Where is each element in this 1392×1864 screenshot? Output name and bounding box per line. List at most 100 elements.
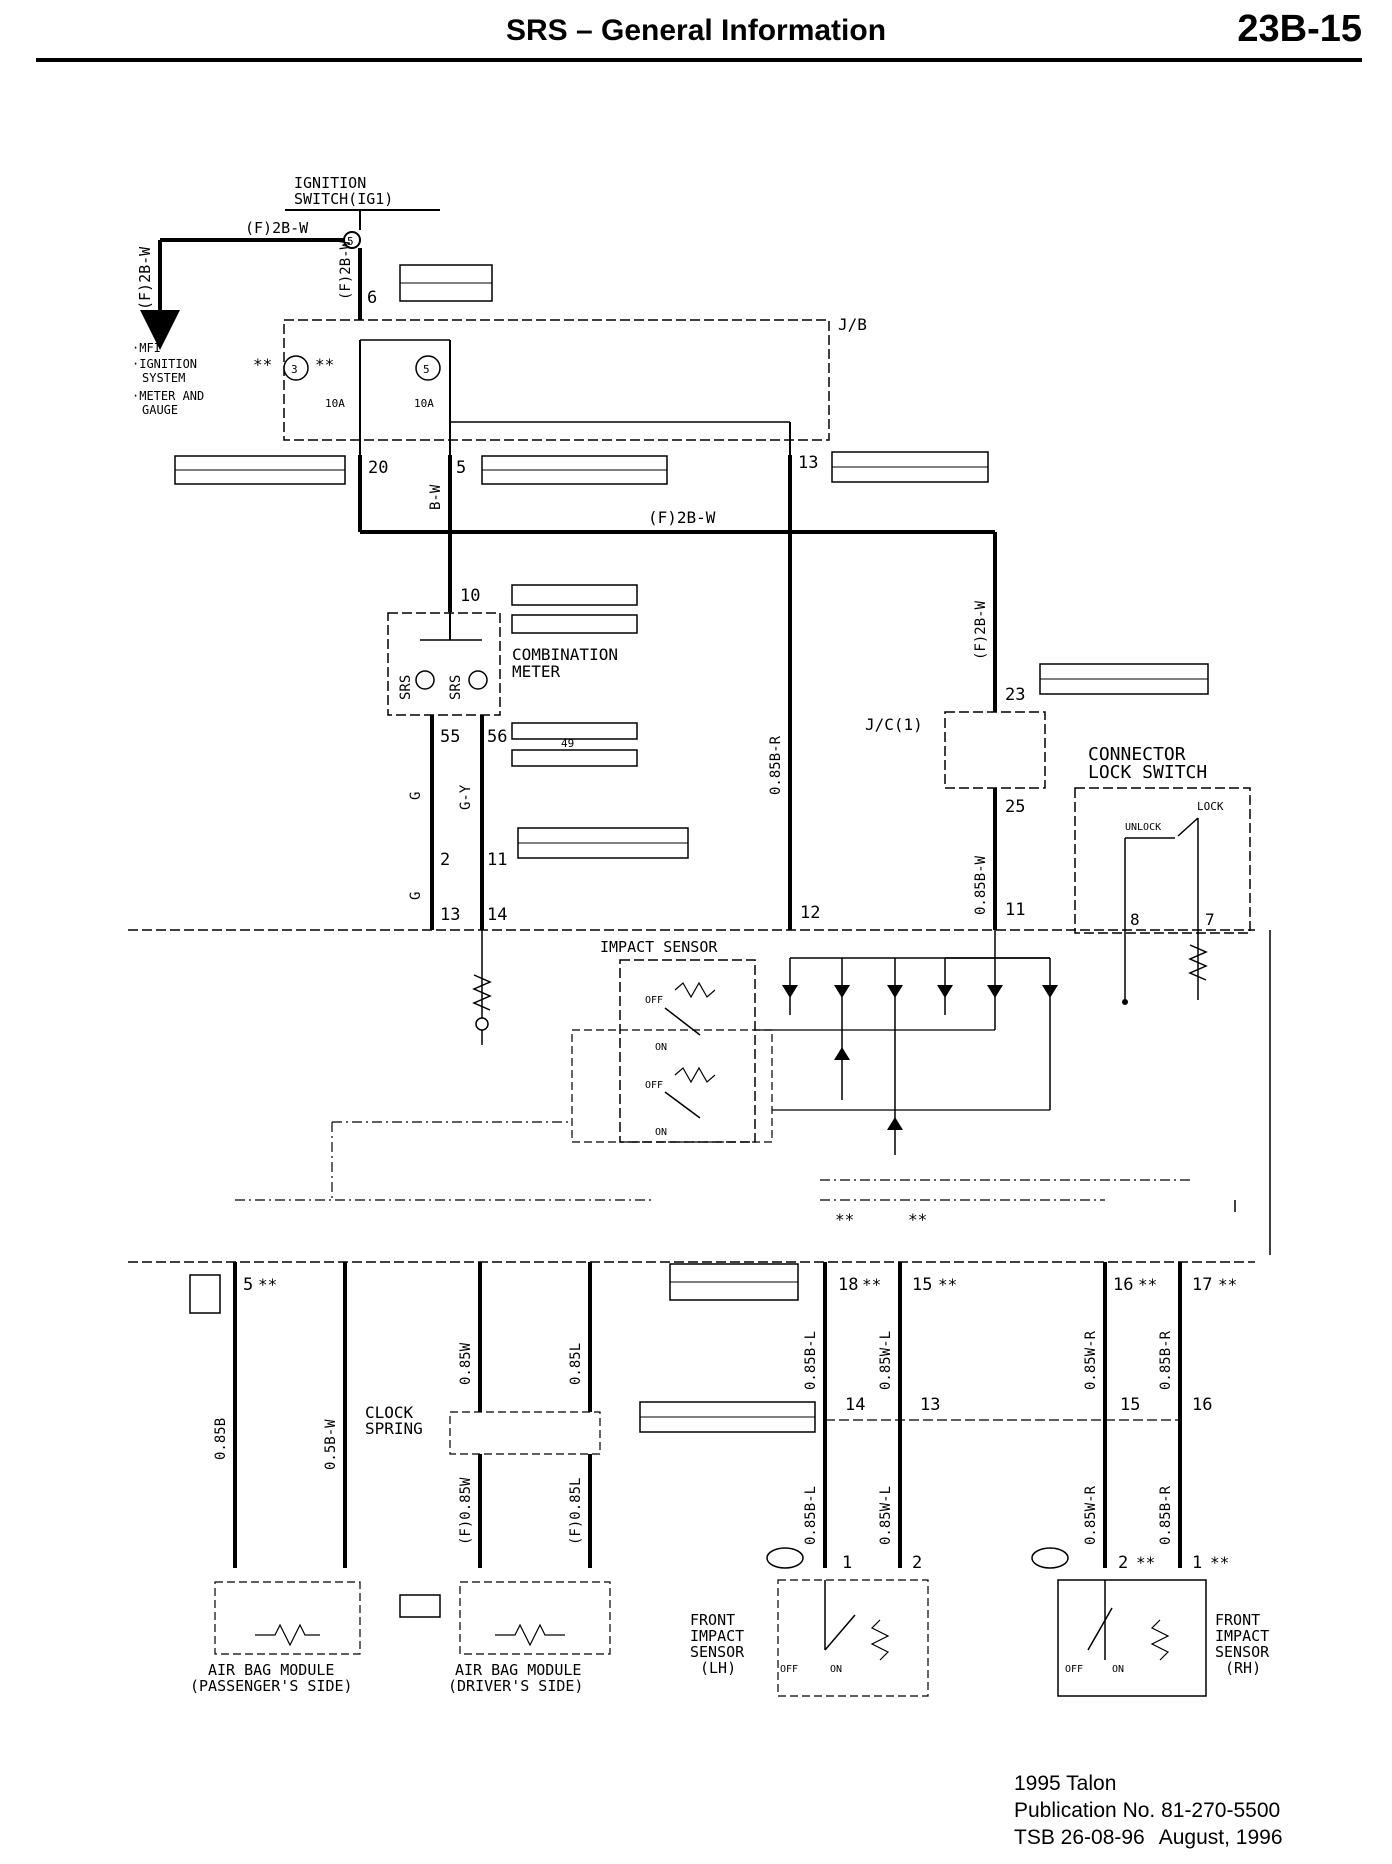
unlock-label: UNLOCK	[1125, 822, 1161, 833]
srs-lamp-1: SRS	[398, 675, 414, 700]
pin-15-lower: 15	[1120, 1395, 1140, 1415]
wire-label-085bl-2: 0.85B-L	[803, 1486, 819, 1545]
fuse-10a-right: 10A	[414, 397, 434, 410]
footer-model: 1995 Talon	[1014, 1772, 1117, 1795]
jc1-label: J/C(1)	[865, 715, 923, 734]
pin-2-lh: 2	[912, 1553, 922, 1573]
wire-label-horizontal: (F)2B-W	[648, 508, 716, 527]
combination-label-2: METER	[512, 662, 561, 681]
mfi-label: ·MFI ·IGNITION SYSTEM ·METER AND GAUGE	[132, 341, 204, 417]
star-mark-6: **	[862, 1275, 881, 1294]
star-mark-10: **	[1136, 1553, 1155, 1572]
page-number: 23B-15	[1237, 8, 1362, 50]
pin-55: 55	[440, 727, 460, 747]
pin-11-jc: 11	[1005, 900, 1025, 920]
wire-label-085l: 0.85L	[568, 1343, 584, 1385]
front-lh-label-1: FRONT	[690, 1611, 735, 1629]
ignition-label-1: IGNITION	[294, 174, 366, 192]
front-lh-label-4: (LH)	[700, 1659, 736, 1677]
wire-label-right-vertical: (F)2B-W	[973, 600, 989, 660]
pin-15: 15	[912, 1275, 932, 1295]
front-rh-label-4: (RH)	[1225, 1659, 1261, 1677]
star-mark-4: **	[908, 1210, 927, 1229]
pin-10: 10	[460, 586, 480, 606]
mfi-line-2: ·IGNITION	[132, 357, 197, 371]
star-mark-7: **	[938, 1275, 957, 1294]
pin-23: 23	[1005, 685, 1025, 705]
front-lh-label-3: SENSOR	[690, 1643, 745, 1661]
on-label-1: ON	[655, 1042, 667, 1053]
wire-label-085r: 0.85B-R	[768, 735, 784, 795]
off-label-2: OFF	[645, 1080, 663, 1091]
impact-sensor-label: IMPACT SENSOR	[600, 938, 718, 956]
pin-16-lower: 16	[1192, 1395, 1212, 1415]
front-lh-label-2: IMPACT	[690, 1627, 744, 1645]
wire-label-085bw: 0.85B-W	[973, 855, 989, 915]
page-title: SRS – General Information	[505, 14, 887, 47]
srs-lamp-2: SRS	[448, 675, 464, 700]
pin-13-meter: 13	[440, 905, 460, 925]
on-label-2: ON	[655, 1127, 667, 1138]
wire-label-f2bw-top: (F)2B-W	[245, 219, 309, 237]
connector-lock-label-2: LOCK SWITCH	[1088, 762, 1207, 783]
jb-label: J/B	[838, 315, 867, 334]
airbag-driver-label-1: AIR BAG MODULE	[455, 1661, 581, 1679]
diode-array	[782, 930, 1058, 1155]
lock-label: LOCK	[1197, 800, 1224, 813]
pin-5-jb: 5	[456, 458, 466, 478]
wire-label-center-vertical: (F)2B-W	[338, 240, 354, 300]
wire-label-085wr-2: 0.85W-R	[1083, 1485, 1099, 1545]
fuse-5: 5	[423, 363, 430, 376]
off-label-1: OFF	[645, 995, 663, 1006]
airbag-driver-label-2: (DRIVER'S SIDE)	[448, 1677, 583, 1695]
wire-label-085br-1: 0.85B-R	[1158, 1330, 1174, 1390]
mfi-line-5: GAUGE	[142, 403, 178, 417]
wire-label-f085l: (F)0.85L	[568, 1478, 584, 1545]
footer-tsb: TSB 26-08-96	[1014, 1826, 1145, 1849]
wire-label-085b: 0.85B	[213, 1418, 229, 1460]
pin-7: 7	[1205, 910, 1215, 929]
airbag-passenger-label-2: (PASSENGER'S SIDE)	[190, 1677, 353, 1695]
star-mark-11: **	[1210, 1553, 1229, 1572]
star-mark-5: **	[258, 1275, 277, 1294]
pin-11-meter: 11	[487, 850, 507, 870]
footer: 1995 Talon Publication No. 81-270-5500 T…	[1014, 1770, 1283, 1851]
pin-14-meter: 14	[487, 905, 507, 925]
front-rh-label-1: FRONT	[1215, 1611, 1260, 1629]
front-rh-label-3: SENSOR	[1215, 1643, 1270, 1661]
wire-label-g-2: G	[408, 892, 424, 900]
wire-label-gy-1: G-Y	[458, 784, 474, 810]
pin-13-jb: 13	[798, 453, 818, 473]
wire-label-085bl-1: 0.85B-L	[803, 1331, 819, 1390]
pin-5-airbag: 5	[243, 1275, 253, 1295]
mfi-line-3: SYSTEM	[142, 371, 185, 385]
wire-label-085w: 0.85W	[458, 1342, 474, 1385]
pin-1-lh: 1	[842, 1553, 852, 1573]
pin-13-lower: 13	[920, 1395, 940, 1415]
header-rule	[36, 58, 1362, 62]
pin-17: 17	[1192, 1275, 1212, 1295]
connector-lock-label-1: CONNECTOR	[1088, 744, 1186, 765]
fuse-10a-left: 10A	[325, 397, 345, 410]
lower-harness	[233, 1262, 1182, 1568]
star-mark-8: **	[1138, 1275, 1157, 1294]
fuse-3: 3	[291, 363, 298, 376]
footer-publication: Publication No. 81-270-5500	[1014, 1799, 1281, 1822]
front-rh-label-2: IMPACT	[1215, 1627, 1269, 1645]
pin-6: 6	[367, 288, 377, 308]
on-label-rh: ON	[1112, 1664, 1124, 1675]
wire-label-085wr-1: 0.85W-R	[1083, 1330, 1099, 1390]
on-label-lh: ON	[830, 1664, 842, 1675]
combination-label-1: COMBINATION	[512, 645, 618, 664]
mfi-line-4: ·METER AND	[132, 389, 204, 403]
pin-25: 25	[1005, 797, 1025, 817]
wire-label-left-vertical: (F)2B-W	[136, 246, 154, 310]
pin-14-lower: 14	[845, 1395, 865, 1415]
wire-label-f085w: (F)0.85W	[458, 1477, 474, 1545]
wire-label-05bw: 0.5B-W	[323, 1419, 339, 1470]
pin-12: 12	[800, 903, 820, 923]
wire-label-085wl-2: 0.85W-L	[878, 1486, 894, 1545]
wire-label-bw: B-W	[428, 484, 444, 510]
